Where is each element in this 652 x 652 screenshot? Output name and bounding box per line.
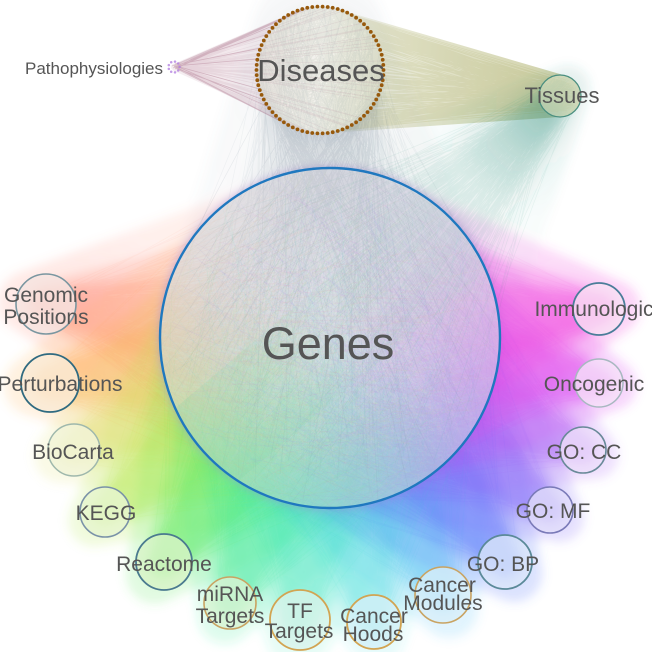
svg-text:Cancer: Cancer	[340, 605, 408, 628]
svg-text:BioCarta: BioCarta	[32, 441, 114, 464]
svg-text:GO: BP: GO: BP	[467, 553, 539, 576]
svg-text:Targets: Targets	[196, 605, 265, 628]
svg-text:Hoods: Hoods	[343, 623, 404, 646]
svg-text:Targets: Targets	[265, 620, 334, 643]
svg-text:GO: CC: GO: CC	[547, 441, 622, 464]
svg-text:Genes: Genes	[262, 318, 395, 369]
svg-text:Pathophysiologies: Pathophysiologies	[25, 59, 163, 78]
svg-text:Modules: Modules	[403, 592, 482, 615]
svg-text:TF: TF	[287, 600, 313, 623]
svg-text:Positions: Positions	[3, 306, 88, 329]
svg-text:KEGG: KEGG	[76, 502, 137, 525]
svg-text:Perturbations: Perturbations	[0, 373, 122, 396]
svg-text:Cancer: Cancer	[408, 574, 476, 597]
svg-text:GO: MF: GO: MF	[516, 500, 591, 523]
svg-text:Oncogenic: Oncogenic	[544, 373, 644, 396]
svg-text:Tissues: Tissues	[525, 83, 600, 108]
svg-text:Diseases: Diseases	[257, 53, 385, 88]
svg-text:Genomic: Genomic	[4, 284, 88, 307]
svg-text:Immunologic: Immunologic	[534, 298, 652, 321]
svg-text:miRNA: miRNA	[197, 583, 264, 606]
svg-text:Reactome: Reactome	[116, 553, 212, 576]
